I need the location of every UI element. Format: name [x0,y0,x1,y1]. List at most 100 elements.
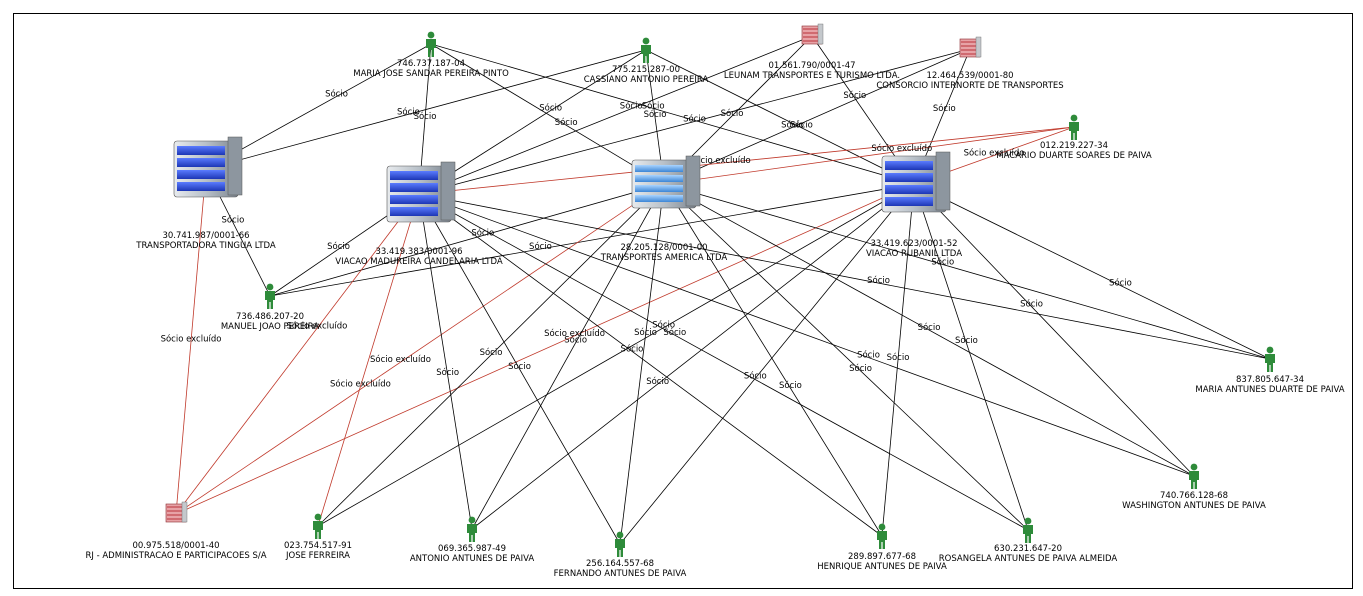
edge-label: Sócio [843,90,866,101]
person-head [427,31,435,39]
edge-excluido-rj-madureira[interactable] [175,193,420,515]
edge-socio-mariajose-america[interactable] [430,43,665,185]
building-window-row [177,146,225,155]
building-window-row [390,171,438,180]
edge-label: Sócio [539,102,562,113]
edge-socio-mariaantunes-rubanil[interactable] [913,183,1271,360]
node-doc: 12.464.539/0001-80 [926,71,1013,81]
edge-socio-mariaantunes-madureira[interactable] [418,193,1271,360]
node-doc: 01.561.790/0001-47 [768,61,855,71]
node-name: TRANSPORTADORA TINGUA LTDA [135,241,276,251]
person-head [468,516,476,524]
person-head [266,283,274,291]
edge-socio-rosangela-america[interactable] [663,183,1029,531]
edge-socio-jose-rubanil[interactable] [317,183,915,527]
building-icon [631,155,701,209]
small-building-icon [165,501,188,523]
building-window-row [390,183,438,192]
person-icon [1265,346,1275,372]
edge-excluido-macario-madureira[interactable] [418,126,1075,195]
edge-label: Sócio [1020,299,1043,310]
edge-socio-consorcio-america[interactable] [663,48,971,185]
person-head [642,37,650,45]
person-body [1189,471,1199,489]
edge-socio-antonio-rubanil[interactable] [471,183,915,530]
edge-socio-henrique-america[interactable] [663,183,883,537]
person-head [616,531,624,539]
edge-socio-washington-america[interactable] [663,183,1195,477]
edge-excluido-jose-madureira[interactable] [317,193,420,527]
edge-socio-manuel-america[interactable] [269,183,665,297]
edge-label: Sócio [652,320,675,331]
edge-label: Sócio [744,370,767,381]
edge-socio-fernando-america[interactable] [619,183,665,545]
edge-socio-rosangela-madureira[interactable] [418,193,1029,531]
edge-socio-cassiano-rubanil[interactable] [645,49,915,185]
edge-socio-antonio-america[interactable] [471,183,665,530]
edge-socio-henrique-madureira[interactable] [418,193,883,537]
edge-socio-henrique-rubanil[interactable] [881,183,915,537]
edge-socio-washington-rubanil[interactable] [913,183,1195,477]
node-name: TRANSPORTES AMERICA LTDA [600,253,728,263]
edge-socio-mariaantunes-america[interactable] [663,183,1271,360]
edge-label: Sócio [397,106,420,117]
edge-excluido-rj-rubanil[interactable] [175,183,915,515]
edge-excluido-macario-america[interactable] [663,126,1075,185]
person-body [876,531,887,549]
edge-socio-rosangela-rubanil[interactable] [913,183,1029,531]
edge-socio-consorcio-madureira[interactable] [418,48,971,195]
building-window-row [885,173,933,182]
edge-socio-mariajose-tingua[interactable] [205,43,432,170]
edge-label: Sócio [325,89,348,100]
person-body [313,521,323,539]
person-body [1265,354,1275,372]
edge-socio-leunam-madureira[interactable] [418,35,813,195]
node-doc: 33.419.623/0001-52 [870,239,957,249]
building-icon [173,136,243,198]
node-name: LEUNAM TRANSPORTES E TURISMO LTDA. [724,71,900,81]
node-name: MARIA JOSE SANDAR PEREIRA PINTO [353,69,509,79]
edge-label: Sócio [867,275,890,286]
edge-label: Sócio [849,363,872,374]
edge-socio-washington-madureira[interactable] [418,193,1195,477]
edge-socio-antonio-madureira[interactable] [418,193,473,530]
person-body [467,524,477,542]
person-icon [876,523,887,549]
edge-label: Sócio [327,241,350,252]
building-window-row [390,207,438,216]
edge-socio-jose-america[interactable] [317,183,665,527]
edge-excluido-rj-america[interactable] [175,183,665,515]
node-name: VIACAO RUBANIL LTDA [866,249,962,259]
edge-socio-manuel-rubanil[interactable] [269,183,915,297]
edge-socio-cassiano-madureira[interactable] [418,49,647,195]
edge-socio-fernando-madureira[interactable] [418,193,621,545]
building-side [685,155,701,207]
edge-excluido-rj-tingua[interactable] [175,168,207,515]
edge-socio-fernando-rubanil[interactable] [619,183,915,545]
person-icon [1022,517,1033,543]
edge-label: Sócio [529,241,552,252]
building-window-row [635,165,683,172]
edge-socio-cassiano-tingua[interactable] [205,49,647,170]
node-name: RJ - ADMINISTRACAO E PARTICIPACOES S/A [85,551,266,561]
